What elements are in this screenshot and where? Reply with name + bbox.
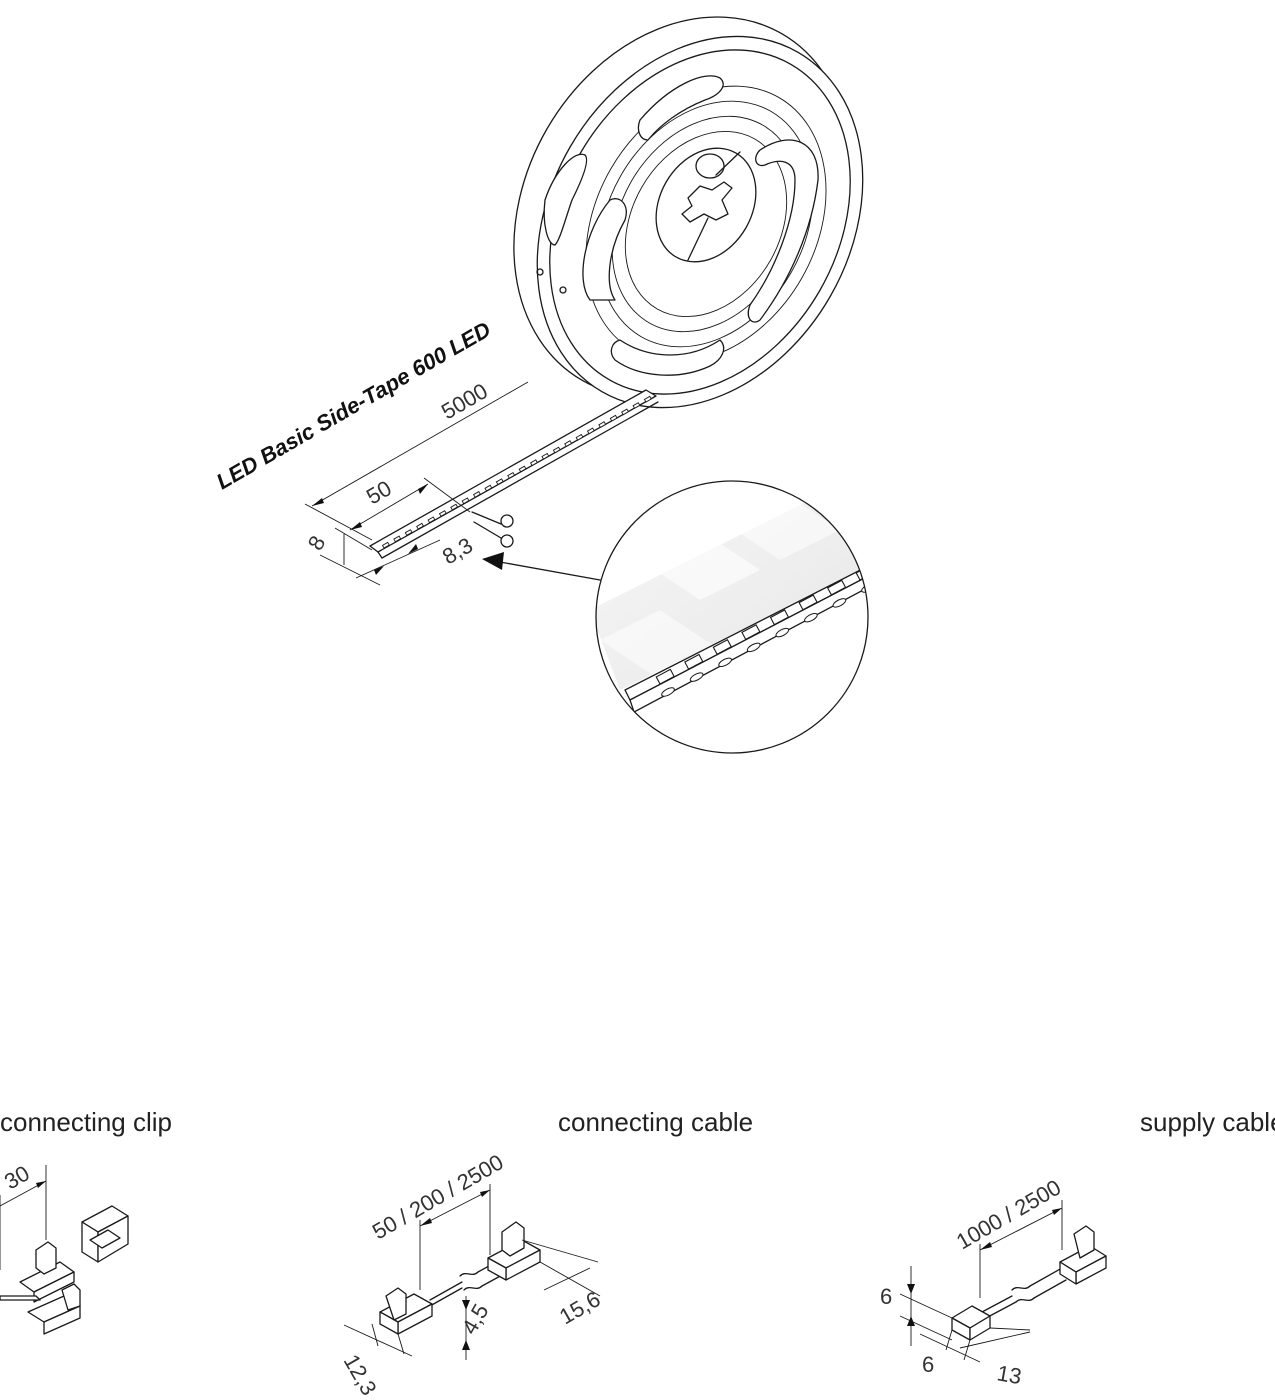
connecting-cable-drawing: 50 / 200 / 2500 15,6 4,5 12,3 — [339, 1149, 605, 1399]
led-chip — [438, 510, 447, 517]
led-chip — [495, 478, 504, 486]
led-chip — [643, 395, 652, 403]
led-chip — [575, 433, 584, 441]
supply-length-label: 1000 / 2500 — [952, 1175, 1065, 1255]
led-chip — [552, 446, 561, 454]
solder-pad — [746, 642, 761, 653]
supply-cable-drawing: 1000 / 2500 6 6 13 — [880, 1175, 1107, 1389]
led-chip — [416, 522, 425, 530]
led-chip-detail — [684, 653, 704, 670]
segment-pitch-label: 8,3 — [438, 532, 477, 569]
connecting-cable-label: connecting cable — [558, 1107, 753, 1137]
tape-reel — [513, 16, 864, 409]
tape-length-label: 5000 — [437, 378, 492, 424]
tape-detail-magnifier — [595, 480, 869, 754]
led-chip — [518, 465, 527, 473]
led-chip — [564, 440, 573, 448]
supply-width-label: 6 — [922, 1352, 934, 1377]
connecting-clip-drawing: 30 — [0, 1160, 129, 1335]
led-chip — [586, 427, 595, 435]
led-chip — [507, 471, 516, 479]
cable-length-label: 50 / 200 / 2500 — [368, 1149, 508, 1244]
detail-pointer-arrow — [482, 552, 601, 581]
solder-pad — [832, 598, 847, 608]
dimension-tape-width: 8 — [303, 527, 381, 586]
led-chip — [427, 516, 436, 524]
tape-width-label: 8 — [303, 531, 331, 554]
led-chip — [472, 490, 481, 498]
led-chip — [393, 535, 402, 543]
solder-pad — [804, 612, 818, 623]
led-chip-detail — [769, 609, 790, 626]
supply-cable-label: supply cable — [1140, 1107, 1275, 1137]
cable-width-label: 15,6 — [555, 1286, 605, 1329]
led-chip — [609, 414, 618, 422]
cut-interval-label: 50 — [362, 475, 396, 509]
led-chip — [461, 497, 470, 505]
solder-pad — [689, 672, 704, 682]
led-chip-detail — [655, 668, 675, 685]
cable-height-label: 4,5 — [457, 1300, 494, 1339]
led-chip-detail — [798, 594, 818, 611]
led-chip — [529, 459, 538, 467]
scissors-icon — [471, 511, 514, 548]
led-chip — [632, 402, 641, 409]
led-chip — [450, 503, 459, 511]
led-chip — [541, 452, 550, 460]
solder-pad — [775, 627, 790, 638]
solder-pad — [718, 657, 732, 668]
connecting-clip-label: connecting clip — [0, 1107, 172, 1137]
led-chip — [621, 408, 630, 416]
led-chip-detail — [826, 579, 847, 596]
supply-height-label: 6 — [880, 1284, 892, 1309]
led-chip-detail — [741, 624, 761, 641]
led-chip-detail — [712, 638, 732, 656]
solder-pad — [661, 687, 675, 697]
led-chip — [598, 421, 607, 429]
clip-length-label: 30 — [0, 1160, 34, 1194]
led-chip — [381, 541, 390, 549]
supply-depth-label: 13 — [995, 1360, 1023, 1389]
led-tape-strip — [369, 389, 659, 559]
led-chip — [484, 484, 493, 492]
cable-depth-label: 12,3 — [339, 1350, 382, 1400]
led-chip — [404, 529, 413, 536]
